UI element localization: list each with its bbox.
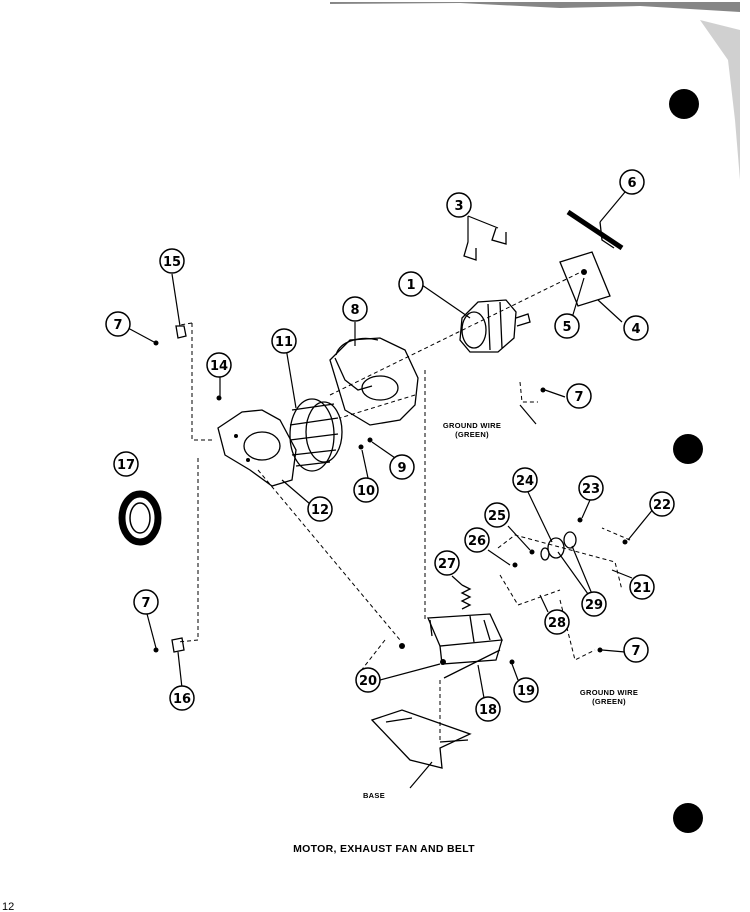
callout-25: 25 xyxy=(484,502,510,528)
callout-6: 6 xyxy=(619,169,645,195)
callout-label: 19 xyxy=(517,684,535,699)
ground-wire-label: GROUND WIRE xyxy=(443,421,501,430)
callout-label: 27 xyxy=(438,557,456,572)
callout-11: 11 xyxy=(271,328,297,354)
callout-label: 5 xyxy=(562,320,571,335)
callout-29: 29 xyxy=(581,591,607,617)
callout-10: 10 xyxy=(353,477,379,503)
ground-wire-label: GROUND WIRE xyxy=(580,688,638,697)
callout-label: 3 xyxy=(454,199,463,214)
callout-label: 20 xyxy=(359,674,377,689)
ground-wire-note-upper: GROUND WIRE (GREEN) xyxy=(443,421,501,439)
part-base-bracket xyxy=(370,709,472,769)
part-hinge-bottom xyxy=(153,637,185,653)
callout-label: 4 xyxy=(631,322,640,337)
page-number: 12 xyxy=(2,901,14,912)
part-clamps xyxy=(463,227,507,261)
callout-label: 7 xyxy=(113,318,122,333)
callout-label: 12 xyxy=(311,503,329,518)
callout-8: 8 xyxy=(342,296,368,322)
alignment-lines xyxy=(177,269,631,740)
callout-9: 9 xyxy=(389,454,415,480)
callout-label: 10 xyxy=(357,484,375,499)
part-small-screws xyxy=(216,387,628,665)
callout-label: 24 xyxy=(516,474,534,489)
part-motor xyxy=(459,299,531,353)
binder-hole-top xyxy=(669,89,699,119)
callout-4: 4 xyxy=(623,315,649,341)
callout-1: 1 xyxy=(398,271,424,297)
callout-24: 24 xyxy=(512,467,538,493)
callout-label: 21 xyxy=(633,581,651,596)
callout-label: 9 xyxy=(397,461,406,476)
callout-label: 18 xyxy=(479,703,497,718)
part-fan-housing xyxy=(329,337,419,426)
callout-label: 25 xyxy=(488,509,506,524)
part-lever-arm xyxy=(443,649,501,679)
callout-label: 11 xyxy=(275,335,293,350)
callout-17: 17 xyxy=(113,451,139,477)
callout-14: 14 xyxy=(206,352,232,378)
callout-label: 22 xyxy=(653,498,671,513)
callout-label: 15 xyxy=(163,255,181,270)
callout-7-bottom-left: 7 xyxy=(133,589,159,615)
binder-hole-middle xyxy=(673,434,703,464)
figure-caption: MOTOR, EXHAUST FAN AND BELT xyxy=(293,843,475,855)
callout-label: 29 xyxy=(585,598,603,613)
callout-label: 14 xyxy=(210,359,228,374)
callout-label: 28 xyxy=(548,616,566,631)
callout-label: 7 xyxy=(631,644,640,659)
callout-label: 16 xyxy=(173,692,191,707)
callout-20: 20 xyxy=(355,667,381,693)
part-hinge-top xyxy=(153,325,187,346)
part-motor-mount xyxy=(427,613,503,665)
callout-label: 6 xyxy=(627,176,636,191)
callout-22: 22 xyxy=(649,491,675,517)
part-fan-wheel xyxy=(289,398,343,472)
callout-12: 12 xyxy=(307,496,333,522)
part-spring xyxy=(460,584,472,610)
part-belt-clip xyxy=(566,209,624,251)
callout-7-top-left: 7 xyxy=(105,311,131,337)
callout-label: 23 xyxy=(582,482,600,497)
callout-label: 26 xyxy=(468,534,486,549)
callout-18: 18 xyxy=(475,696,501,722)
callout-27: 27 xyxy=(434,550,460,576)
callout-label: 17 xyxy=(117,458,135,473)
ground-wire-note-lower: GROUND WIRE (GREEN) xyxy=(580,688,638,706)
ground-wire-color: (GREEN) xyxy=(455,430,489,439)
part-idler-ring xyxy=(118,490,162,546)
base-label: BASE xyxy=(363,791,385,800)
ground-wire-color: (GREEN) xyxy=(592,697,626,706)
part-blower-cover xyxy=(217,409,297,487)
binder-hole-bottom xyxy=(673,803,703,833)
part-pulley-assembly xyxy=(540,531,577,561)
callout-7-ground-upper: 7 xyxy=(566,383,592,409)
callout-3: 3 xyxy=(446,192,472,218)
callout-16: 16 xyxy=(169,685,195,711)
callout-7-ground-lower: 7 xyxy=(623,637,649,663)
callout-label: 7 xyxy=(574,390,583,405)
callout-label: 1 xyxy=(406,278,415,293)
callout-26: 26 xyxy=(464,527,490,553)
callout-19: 19 xyxy=(513,677,539,703)
callout-21: 21 xyxy=(629,574,655,600)
callout-23: 23 xyxy=(578,475,604,501)
leader-lines xyxy=(127,191,655,789)
part-motor-bracket xyxy=(559,251,611,307)
callout-label: 7 xyxy=(141,596,150,611)
callout-5: 5 xyxy=(554,313,580,339)
callout-label: 8 xyxy=(350,303,359,318)
callout-15: 15 xyxy=(159,248,185,274)
callout-28: 28 xyxy=(544,609,570,635)
scan-edge-noise xyxy=(330,2,740,180)
